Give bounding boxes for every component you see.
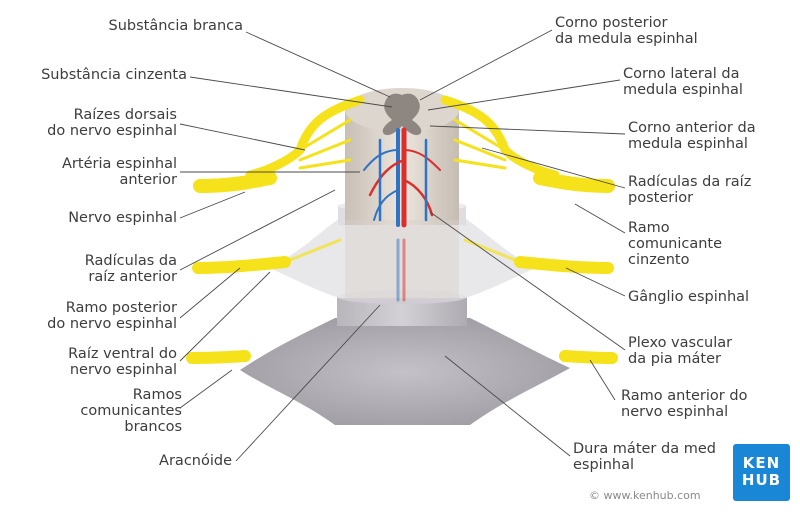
label-radiculas-posterior: Radículas da raíz posterior: [628, 174, 752, 206]
kenhub-logo: KEN HUB: [733, 444, 790, 501]
label-radiculas-anterior: Radículas da raíz anterior: [84, 253, 177, 285]
label-raizes-dorsais: Raízes dorsais do nervo espinhal: [47, 107, 177, 139]
leader-lines: [179, 29, 626, 462]
label-ganglio-espinhal: Gânglio espinhal: [628, 289, 750, 305]
label-raiz-ventral: Raíz ventral do nervo espinhal: [68, 346, 177, 378]
label-dura-mater: Dura máter da med espinhal: [573, 441, 716, 473]
label-corno-anterior: Corno anterior da medula espinhal: [628, 120, 756, 152]
label-ramos-comunicantes: Ramos comunicantes brancos: [80, 387, 182, 435]
label-ramo-posterior: Ramo posterior do nervo espinhal: [47, 300, 177, 332]
copyright-text: © www.kenhub.com: [589, 489, 701, 502]
dura-mater: [240, 290, 570, 425]
vascular-plexus: [363, 127, 441, 302]
label-arteria-espinhal: Artéria espinhal anterior: [62, 156, 177, 188]
label-nervo-espinhal: Nervo espinhal: [68, 210, 177, 226]
label-corno-lateral: Corno lateral da medula espinhal: [623, 66, 743, 98]
grey-matter: [382, 93, 422, 136]
label-corno-posterior: Corno posterior da medula espinhal: [555, 15, 698, 47]
label-substancia-cinzenta: Substância cinzenta: [41, 67, 187, 83]
label-aracnoide: Aracnóide: [159, 453, 232, 469]
label-ramo-comunicante-cinzento: Ramo comunicante cinzento: [628, 220, 723, 268]
label-substancia-branca: Substância branca: [108, 18, 243, 34]
label-ramo-anterior: Ramo anterior do nervo espinhal: [621, 388, 748, 420]
nerves: [186, 95, 618, 364]
label-plexo-vascular: Plexo vascular da pia máter: [628, 335, 733, 367]
